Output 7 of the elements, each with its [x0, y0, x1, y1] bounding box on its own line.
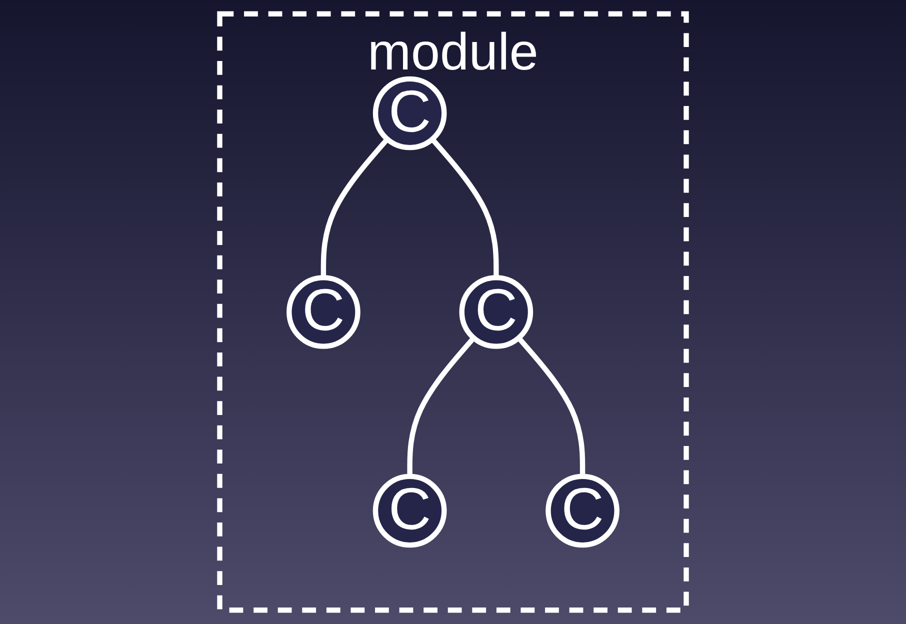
- node-circle: C: [372, 474, 447, 548]
- node-circle: C: [286, 275, 360, 349]
- connector: [407, 336, 476, 476]
- node-circle: C: [459, 275, 534, 349]
- connector: [516, 336, 586, 476]
- node-circle: C: [546, 474, 620, 548]
- node-circle: C: [372, 76, 447, 150]
